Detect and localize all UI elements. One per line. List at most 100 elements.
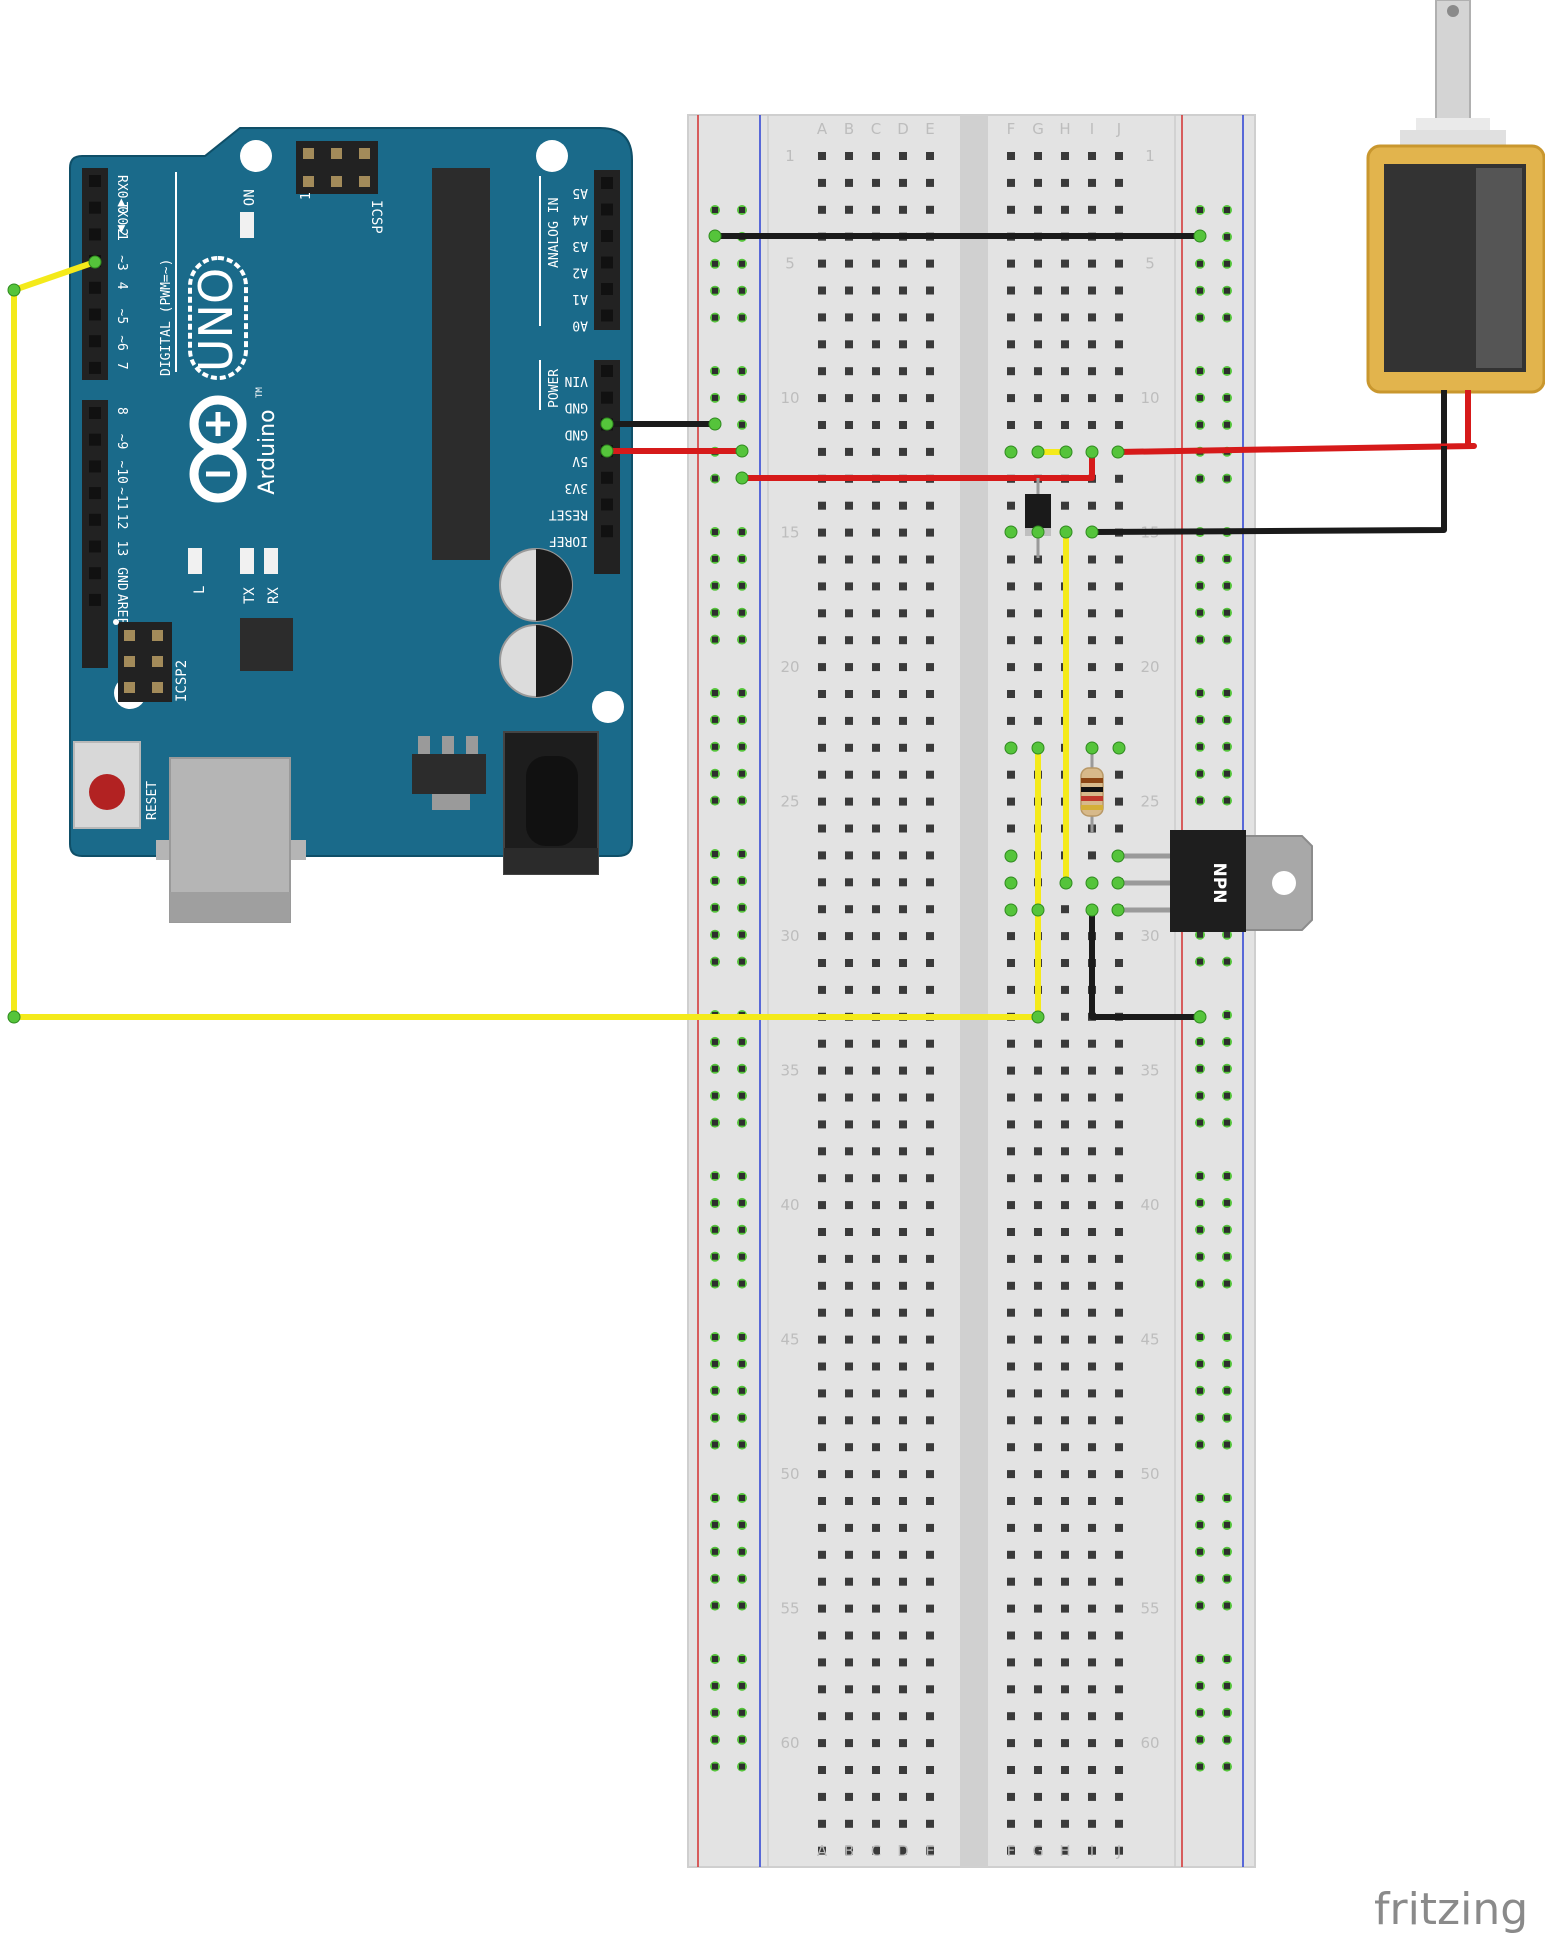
breadboard-hole[interactable] [845,1093,853,1102]
breadboard-hole[interactable] [926,152,934,160]
breadboard-hole[interactable] [818,1550,826,1559]
breadboard-hole[interactable] [926,1228,934,1236]
breadboard-hole[interactable] [1034,1416,1042,1425]
breadboard-hole[interactable] [899,152,907,160]
breadboard-hole[interactable] [1088,1362,1096,1371]
breadboard-hole[interactable] [872,905,880,914]
breadboard-hole[interactable] [845,1604,853,1613]
breadboard-hole[interactable] [899,1147,907,1156]
breadboard-hole[interactable] [1088,555,1096,564]
breadboard-hole[interactable] [1007,1201,1015,1210]
breadboard-hole[interactable] [1034,286,1042,295]
breadboard-hole[interactable] [899,421,907,429]
breadboard-hole[interactable] [1007,1577,1015,1586]
breadboard-hole[interactable] [1007,1335,1015,1344]
breadboard-hole[interactable] [872,1308,880,1317]
breadboard-hole[interactable] [1115,1470,1123,1479]
breadboard-hole[interactable] [872,636,880,645]
breadboard-hole[interactable] [1034,1120,1042,1129]
breadboard-hole[interactable] [926,932,934,941]
breadboard-hole[interactable] [1034,205,1042,214]
breadboard-hole[interactable] [818,609,826,618]
breadboard-hole[interactable] [926,797,934,806]
breadboard-hole[interactable] [1034,1201,1042,1210]
breadboard-hole[interactable] [1061,1335,1069,1344]
breadboard-hole[interactable] [845,582,853,591]
breadboard-hole[interactable] [899,1577,907,1586]
breadboard-hole[interactable] [926,205,934,214]
breadboard-hole[interactable] [1034,1497,1042,1505]
breadboard-hole[interactable] [1088,1497,1096,1505]
breadboard-hole[interactable] [1034,313,1042,322]
breadboard-hole[interactable] [818,905,826,914]
breadboard-hole[interactable] [1115,1174,1123,1183]
breadboard-hole[interactable] [845,905,853,914]
breadboard-hole[interactable] [899,205,907,214]
breadboard-hole[interactable] [872,1523,880,1532]
breadboard-hole[interactable] [899,1389,907,1398]
breadboard-hole[interactable] [1061,259,1069,268]
breadboard-hole[interactable] [818,394,826,403]
breadboard-hole[interactable] [1061,1470,1069,1479]
breadboard-hole[interactable] [1007,1712,1015,1721]
breadboard-hole[interactable] [1061,932,1069,941]
breadboard-hole[interactable] [1115,932,1123,941]
breadboard-hole[interactable] [845,555,853,564]
breadboard-hole[interactable] [926,1308,934,1317]
breadboard-hole[interactable] [872,1739,880,1748]
breadboard-hole[interactable] [1034,394,1042,403]
breadboard-hole[interactable] [1034,340,1042,349]
breadboard-hole[interactable] [1007,1658,1015,1667]
breadboard-hole[interactable] [899,1550,907,1559]
breadboard-hole[interactable] [1061,1497,1069,1505]
breadboard-hole[interactable] [1115,1631,1123,1640]
breadboard-hole[interactable] [1034,609,1042,618]
breadboard-hole[interactable] [1115,1685,1123,1694]
breadboard-hole[interactable] [818,743,826,752]
breadboard-hole[interactable] [818,770,826,779]
solenoid-black-wire[interactable] [1091,446,1447,535]
breadboard-hole[interactable] [818,1093,826,1102]
breadboard-hole[interactable] [1088,1147,1096,1156]
breadboard-hole[interactable] [926,1712,934,1721]
breadboard-hole[interactable] [818,1443,826,1452]
breadboard-hole[interactable] [1007,690,1015,698]
breadboard-hole[interactable] [1088,152,1096,160]
breadboard-hole[interactable] [1115,1658,1123,1667]
breadboard-hole[interactable] [1088,1254,1096,1263]
breadboard-hole[interactable] [926,1335,934,1344]
breadboard-hole[interactable] [899,824,907,833]
breadboard-hole[interactable] [1088,1712,1096,1721]
digital-pin-hole[interactable] [89,228,101,241]
breadboard-hole[interactable] [818,1631,826,1640]
breadboard-hole[interactable] [1034,1389,1042,1398]
breadboard-hole[interactable] [845,1658,853,1667]
digital-pin-hole[interactable] [89,175,101,187]
breadboard-hole[interactable] [1061,421,1069,429]
dc-power-jack[interactable] [503,731,599,875]
breadboard-hole[interactable] [1115,1766,1123,1774]
breadboard-hole[interactable] [872,1228,880,1236]
breadboard-hole[interactable] [926,824,934,833]
breadboard-hole[interactable] [1007,1066,1015,1075]
breadboard-hole[interactable] [899,1093,907,1102]
breadboard-hole[interactable] [818,797,826,806]
breadboard-hole[interactable] [926,716,934,725]
breadboard-hole[interactable] [926,1631,934,1640]
breadboard-hole[interactable] [872,1604,880,1613]
breadboard-hole[interactable] [1115,1739,1123,1748]
breadboard-hole[interactable] [899,1362,907,1371]
breadboard-hole[interactable] [872,340,880,349]
breadboard-hole[interactable] [899,555,907,564]
breadboard-hole[interactable] [818,259,826,268]
breadboard-hole[interactable] [1061,1766,1069,1774]
breadboard-hole[interactable] [899,1739,907,1748]
power-pin-hole[interactable] [601,365,613,377]
breadboard-hole[interactable] [926,770,934,779]
breadboard-hole[interactable] [818,851,826,860]
breadboard-hole[interactable] [845,1631,853,1640]
breadboard-hole[interactable] [1115,555,1123,564]
breadboard-hole[interactable] [899,663,907,672]
breadboard-hole[interactable] [845,743,853,752]
breadboard-hole[interactable] [1088,1308,1096,1317]
